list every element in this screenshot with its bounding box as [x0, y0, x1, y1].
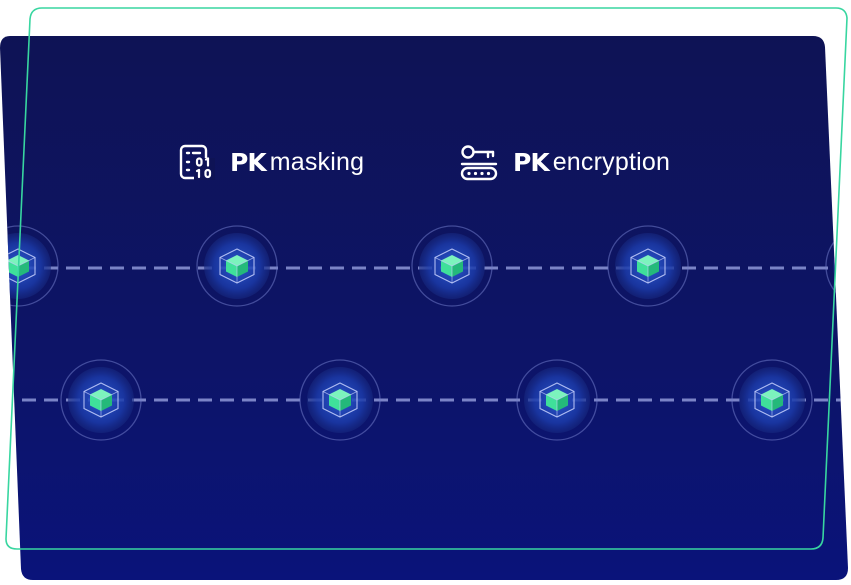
cube-node: [731, 359, 813, 441]
dark-panel: [0, 36, 848, 580]
brand-mark: PK: [513, 147, 550, 177]
green-outline-frame: [5, 7, 848, 550]
cube-node: [196, 225, 278, 307]
data-mask-icon: [179, 144, 215, 180]
cube-node: [825, 225, 848, 307]
feature-label: masking: [269, 147, 365, 176]
feature-pk-masking: PK masking: [178, 143, 364, 181]
brand-mark: PK: [230, 147, 267, 177]
cube-node: [299, 359, 381, 441]
feature-label: encryption: [552, 147, 671, 176]
cube-node: [60, 359, 142, 441]
cube-node: [411, 225, 493, 307]
feature-pk-encryption: PK encryption: [459, 143, 670, 181]
cube-node: [607, 225, 689, 307]
cube-node: [516, 359, 598, 441]
key-conveyor-icon: [460, 145, 498, 181]
